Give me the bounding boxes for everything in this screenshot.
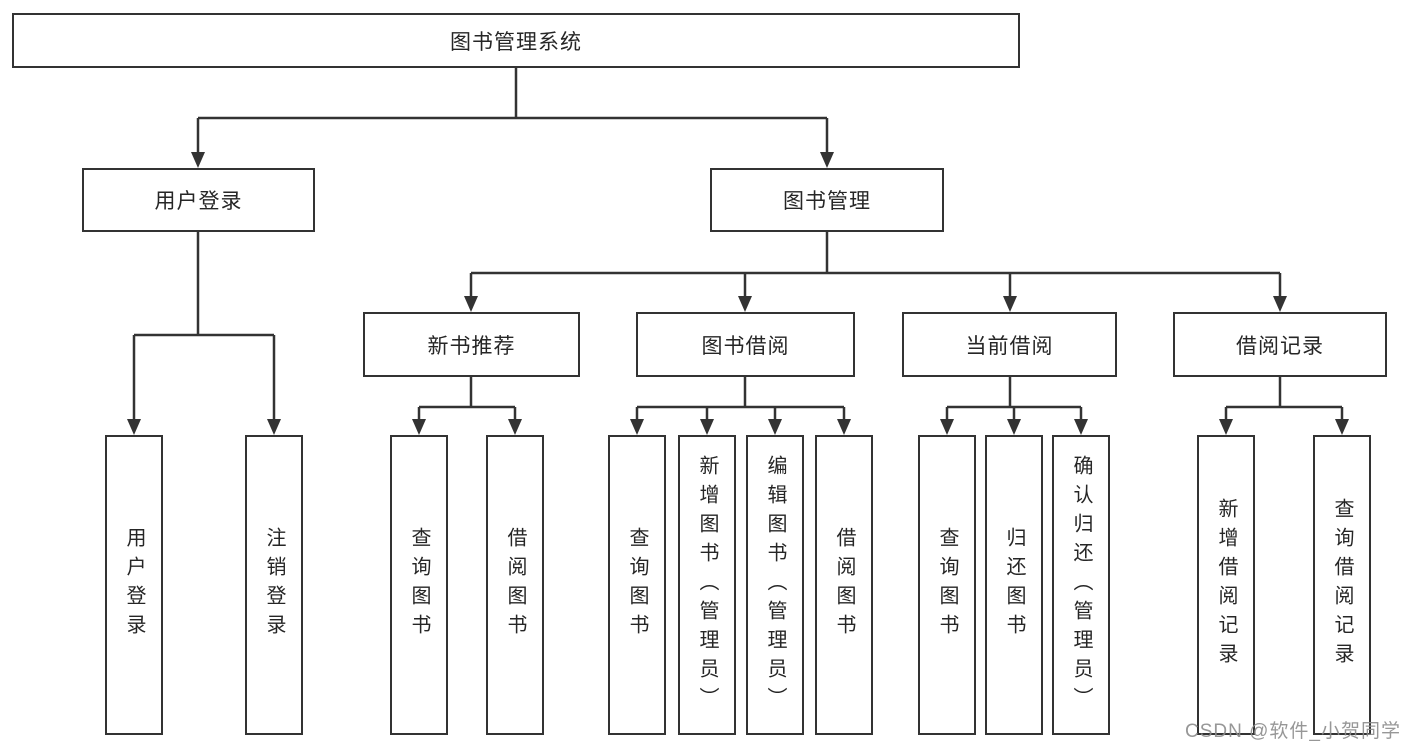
- leaf-query-borrow-record: 查询借阅记录: [1313, 435, 1371, 735]
- leaf-edit-books-admin-label: 编辑图书（管理员）: [764, 454, 786, 716]
- leaf-confirm-return-admin-label: 确认归还（管理员）: [1070, 454, 1092, 716]
- node-book-borrow: 图书借阅: [636, 312, 855, 377]
- leaf-add-borrow-record: 新增借阅记录: [1197, 435, 1255, 735]
- node-borrow-records-label: 借阅记录: [1236, 334, 1324, 358]
- leaf-return-books-label: 归还图书: [1003, 527, 1025, 643]
- node-current-borrow-label: 当前借阅: [965, 334, 1054, 358]
- arrowheads: [127, 152, 1349, 435]
- node-user-login-label: 用户登录: [154, 190, 243, 213]
- node-borrow-records: 借阅记录: [1173, 312, 1387, 377]
- leaf-return-books: 归还图书: [985, 435, 1043, 735]
- leaf-add-books-admin: 新增图书（管理员）: [678, 435, 736, 735]
- leaf-query-borrow-record-label: 查询借阅记录: [1331, 498, 1353, 672]
- leaf-current-query-books: 查询图书: [918, 435, 976, 735]
- leaf-borrow-query-books-label: 查询图书: [626, 527, 648, 643]
- node-current-borrow: 当前借阅: [902, 312, 1117, 377]
- leaf-recommend-query-books: 查询图书: [390, 435, 448, 735]
- leaf-user-login: 用户登录: [105, 435, 163, 735]
- leaf-edit-books-admin: 编辑图书（管理员）: [746, 435, 804, 735]
- leaf-add-borrow-record-label: 新增借阅记录: [1215, 498, 1237, 672]
- leaf-recommend-borrow-books-label: 借阅图书: [504, 527, 526, 643]
- node-root-label: 图书管理系统: [450, 30, 582, 54]
- leaf-confirm-return-admin: 确认归还（管理员）: [1052, 435, 1110, 735]
- leaf-add-books-admin-label: 新增图书（管理员）: [696, 454, 718, 716]
- node-book-management: 图书管理: [710, 168, 944, 232]
- leaf-borrow-books: 借阅图书: [815, 435, 873, 735]
- node-root-system: 图书管理系统: [12, 13, 1020, 68]
- csdn-watermark: CSDN @软件_小贺同学: [1185, 721, 1401, 742]
- node-new-book-recommend-label: 新书推荐: [427, 334, 516, 358]
- leaf-user-login-label: 用户登录: [123, 527, 145, 643]
- node-book-management-label: 图书管理: [783, 190, 871, 213]
- leaf-logout-label: 注销登录: [263, 527, 285, 643]
- node-user-login: 用户登录: [82, 168, 315, 232]
- leaf-borrow-query-books: 查询图书: [608, 435, 666, 735]
- leaf-recommend-borrow-books: 借阅图书: [486, 435, 544, 735]
- node-book-borrow-label: 图书借阅: [701, 334, 790, 358]
- leaf-current-query-books-label: 查询图书: [936, 527, 958, 643]
- leaf-borrow-books-label: 借阅图书: [833, 527, 855, 643]
- leaf-recommend-query-books-label: 查询图书: [408, 527, 430, 643]
- node-new-book-recommend: 新书推荐: [363, 312, 580, 377]
- leaf-logout: 注销登录: [245, 435, 303, 735]
